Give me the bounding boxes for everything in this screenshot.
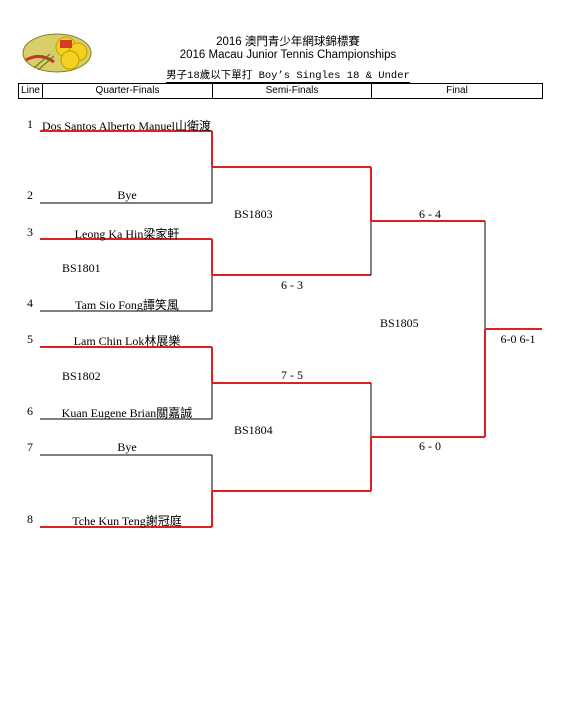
line-number: 2 [27, 188, 33, 202]
line-number: 4 [27, 296, 33, 310]
match-code: BS1804 [234, 423, 273, 437]
line-number: 1 [27, 117, 33, 131]
line-number: 8 [27, 512, 33, 526]
column-header-row: Line Quarter-Finals Semi-Finals Final [18, 83, 543, 99]
line-number: 6 [27, 404, 33, 418]
match-code: BS1805 [380, 316, 419, 330]
title-chinese: 2016 澳門青少年網球錦標賽 [216, 36, 360, 48]
column-final: Final [446, 85, 468, 96]
event-title: 男子18歲以下單打 Boy’s Singles 18 & Under [0, 67, 576, 83]
column-quarter-finals: Quarter-Finals [43, 84, 213, 98]
line-number: 5 [27, 332, 33, 346]
match-code: BS1802 [62, 369, 101, 383]
match-score: 6 - 3 [281, 278, 303, 292]
match-code: BS1801 [62, 261, 101, 275]
player-name: Bye [117, 188, 137, 202]
player-name: Bye [117, 440, 137, 454]
event-title-text: 男子18歲以下單打 Boy’s Singles 18 & Under [166, 70, 410, 83]
line-number: 3 [27, 225, 33, 239]
player-name: Tche Kun Teng謝冠庭 [72, 514, 182, 528]
match-code: BS1803 [234, 207, 273, 221]
line-number: 7 [27, 440, 33, 454]
player-name: Kuan Eugene Brian關嘉誠 [61, 406, 193, 420]
column-line: Line [19, 84, 43, 98]
match-score: 6 - 0 [419, 439, 441, 453]
match-score: 6 - 4 [419, 207, 441, 221]
column-semi-finals: Semi-Finals [213, 84, 372, 98]
player-name: Lam Chin Lok林展樂 [73, 334, 181, 348]
player-name: Tam Sio Fong譚笑風 [75, 298, 179, 312]
player-name: Leong Ka Hin梁家軒 [74, 227, 180, 241]
match-score: 6-0 6-1 [500, 332, 536, 346]
title-english: 2016 Macau Junior Tennis Championships [179, 49, 397, 61]
tournament-logo [22, 33, 92, 73]
match-score: 7 - 5 [281, 368, 303, 382]
player-name: Dos Santos Alberto Manuel山衛渡 [42, 119, 211, 133]
